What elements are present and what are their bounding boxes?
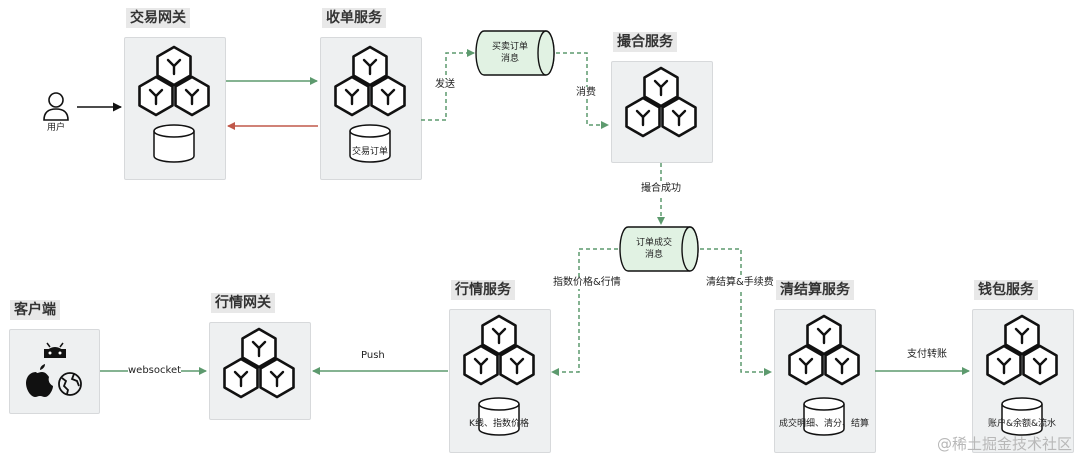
trade-queue-line1: 买卖订单 [491, 42, 528, 52]
deal-queue-line1: 订单成交 [635, 238, 672, 248]
order-database-icon [349, 124, 391, 163]
apple-icon [26, 364, 53, 397]
wallet-service-icon [988, 316, 1057, 384]
deal-queue [619, 226, 699, 272]
order-service-title: 收单服务 [322, 8, 386, 28]
index-price-label: 指数价格&行情 [553, 277, 621, 289]
websocket-label: websocket [128, 365, 182, 377]
deal-queue-label: 订单成交 消息 [624, 237, 684, 261]
gateway-service-icon [140, 47, 209, 115]
order-db-label: 交易订单 [351, 147, 388, 157]
order-service-icon [336, 47, 405, 115]
watermark: @稀土掘金技术社区 [936, 435, 1072, 453]
client-box [9, 329, 100, 414]
quote-db-label: K线、指数价格 [469, 419, 529, 429]
android-icon [44, 342, 66, 358]
clearing-service-icon [790, 316, 859, 384]
wallet-service-title: 钱包服务 [974, 280, 1038, 300]
client-title: 客户端 [10, 300, 60, 320]
deal-queue-to-clearing-edge [700, 248, 772, 376]
clearing-database-icon [803, 397, 845, 436]
deal-queue-to-quote-edge [551, 248, 618, 376]
wallet-db-label: 账户&余额&流水 [987, 419, 1057, 429]
user-icon [43, 92, 69, 121]
quote-service-title: 行情服务 [451, 280, 515, 300]
send-label: 发送 [435, 79, 455, 91]
gateway-database-icon [153, 124, 195, 163]
push-label: Push [361, 350, 385, 362]
match-success-label: 撮合成功 [641, 183, 681, 195]
quote-gateway-title: 行情网关 [211, 293, 275, 313]
clearing-db-label: 成交明细、清分、结算 [778, 419, 869, 429]
user-label: 用户 [47, 123, 66, 133]
clearing-fee-label: 清结算&手续费 [706, 277, 774, 289]
quote-database-icon [478, 397, 520, 436]
wallet-database-icon [1001, 397, 1043, 436]
pay-transfer-label: 支付转账 [907, 349, 947, 361]
deal-queue-line2: 消息 [644, 250, 663, 260]
trade-order-queue [475, 30, 555, 76]
gateway-title: 交易网关 [126, 8, 190, 28]
trade-queue-label: 买卖订单 消息 [480, 41, 540, 65]
consume-label: 消费 [576, 87, 596, 99]
trade-queue-line2: 消息 [500, 54, 519, 64]
match-service-title: 撮合服务 [613, 32, 677, 52]
match-service-icon [627, 68, 696, 136]
quote-service-icon [465, 316, 534, 384]
globe-icon [58, 372, 82, 396]
quote-gateway-icon [225, 329, 294, 397]
clearing-service-title: 清结算服务 [776, 280, 854, 300]
